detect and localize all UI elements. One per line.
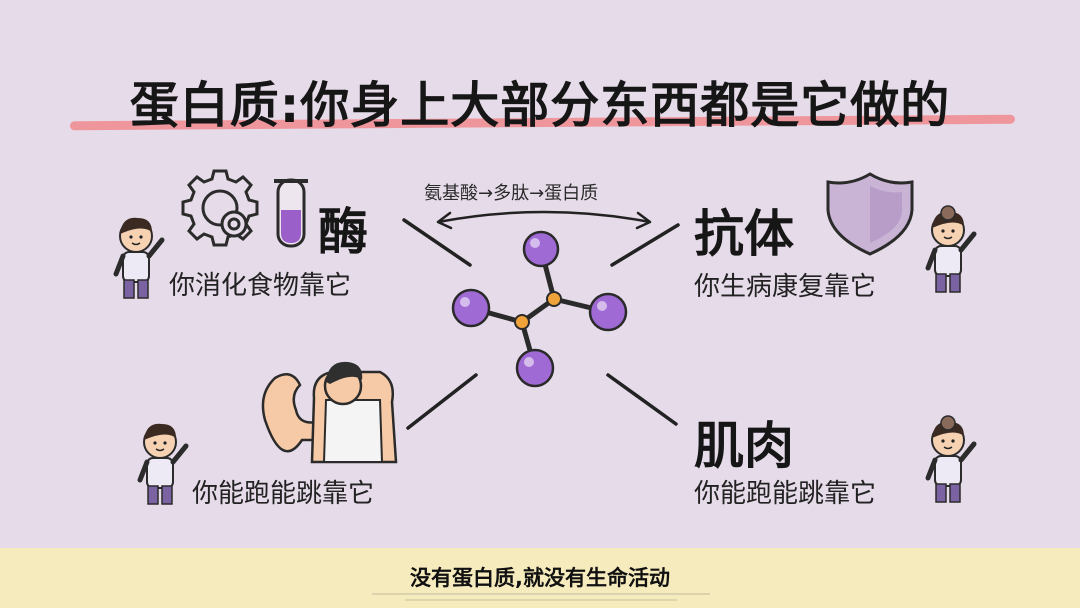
- kid-figure-icon: [928, 212, 974, 292]
- kid-figure-icon: [140, 424, 186, 504]
- enzyme-title: 酶: [318, 203, 368, 261]
- muscle-subtitle: 你能跑能跳靠它: [694, 479, 877, 509]
- gear-icon: [181, 169, 259, 247]
- flexing-man-icon: [261, 361, 398, 464]
- footer-faint-line: [372, 593, 710, 595]
- shield-icon: [826, 172, 914, 256]
- title-block: 蛋白质:你身上大部分东西都是它做的: [0, 66, 1080, 138]
- muscle-left-subtitle: 你能跑能跳靠它: [192, 479, 375, 509]
- kid-figure-icon: [116, 218, 162, 298]
- molecule-icon: [451, 230, 628, 388]
- connector-bottom-right: [606, 373, 678, 426]
- muscle-title: 肌肉: [694, 417, 794, 475]
- formula-text: 氨基酸→多肽→蛋白质: [424, 183, 599, 204]
- footer-faint-line: [405, 599, 677, 601]
- connector-top-right: [610, 223, 680, 267]
- enzyme-subtitle: 你消化食物靠它: [169, 271, 352, 301]
- connector-lines: [402, 218, 680, 430]
- footer-caption: 没有蛋白质,就没有生命活动: [410, 566, 670, 590]
- antibody-title: 抗体: [694, 205, 794, 263]
- connector-bottom-left: [406, 373, 478, 430]
- test-tube-icon: [274, 178, 308, 248]
- footer-banner: 没有蛋白质,就没有生命活动: [0, 548, 1080, 608]
- connector-top-left: [402, 218, 472, 267]
- hair-bun: [940, 205, 956, 221]
- page-title: 蛋白质:你身上大部分东西都是它做的: [129, 77, 951, 134]
- formula-arrow: [436, 210, 652, 230]
- kid-figure-icon: [928, 422, 974, 502]
- antibody-subtitle: 你生病康复靠它: [694, 272, 877, 302]
- hair-bun: [940, 415, 956, 431]
